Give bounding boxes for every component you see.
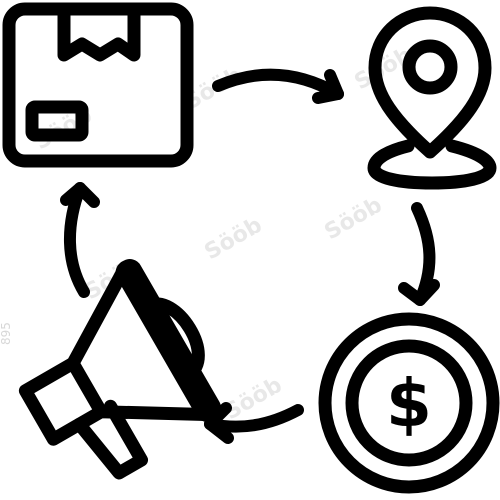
dollar-sign: $ — [386, 365, 432, 442]
dollar-coin-icon — [318, 312, 500, 494]
arrow-right-icon — [212, 68, 344, 104]
cycle-arrows — [60, 68, 440, 444]
location-pin-icon — [367, 6, 497, 190]
arrow-left-icon — [204, 402, 304, 444]
megaphone-icon — [18, 259, 222, 480]
arrow-down-icon — [398, 202, 440, 306]
watermark-text: Sööb — [201, 213, 267, 266]
arrow-up-icon — [60, 182, 100, 298]
watermark-text: Sööb — [321, 193, 387, 246]
package-box-icon — [2, 2, 194, 168]
side-text: 895 — [0, 322, 13, 345]
